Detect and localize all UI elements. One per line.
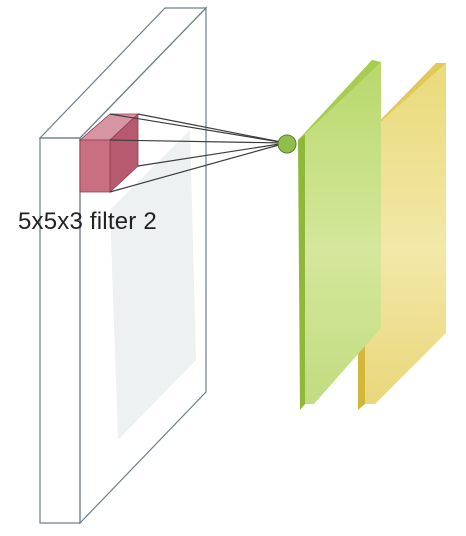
output-neuron bbox=[277, 134, 297, 154]
connection-line bbox=[109, 139, 287, 144]
input-volume-highlight bbox=[110, 130, 196, 440]
connection-line bbox=[137, 113, 287, 144]
connection-line bbox=[109, 113, 287, 144]
activation-map-1-face bbox=[305, 60, 381, 404]
connection-line bbox=[137, 142, 287, 167]
filter-cube bbox=[78, 113, 140, 193]
input-volume-front-face bbox=[39, 137, 81, 524]
activation-map-1-side bbox=[298, 134, 305, 410]
filter-cube-front-face bbox=[79, 139, 111, 193]
connection-line bbox=[109, 142, 287, 193]
activation-map-1-top-edge bbox=[298, 60, 381, 140]
input-volume bbox=[38, 6, 208, 525]
filter-label: 5x5x3 filter 2 bbox=[18, 208, 157, 235]
activation-map-1 bbox=[298, 60, 381, 410]
activation-map-2-face bbox=[365, 63, 446, 404]
filter-to-neuron-lines bbox=[109, 113, 287, 193]
